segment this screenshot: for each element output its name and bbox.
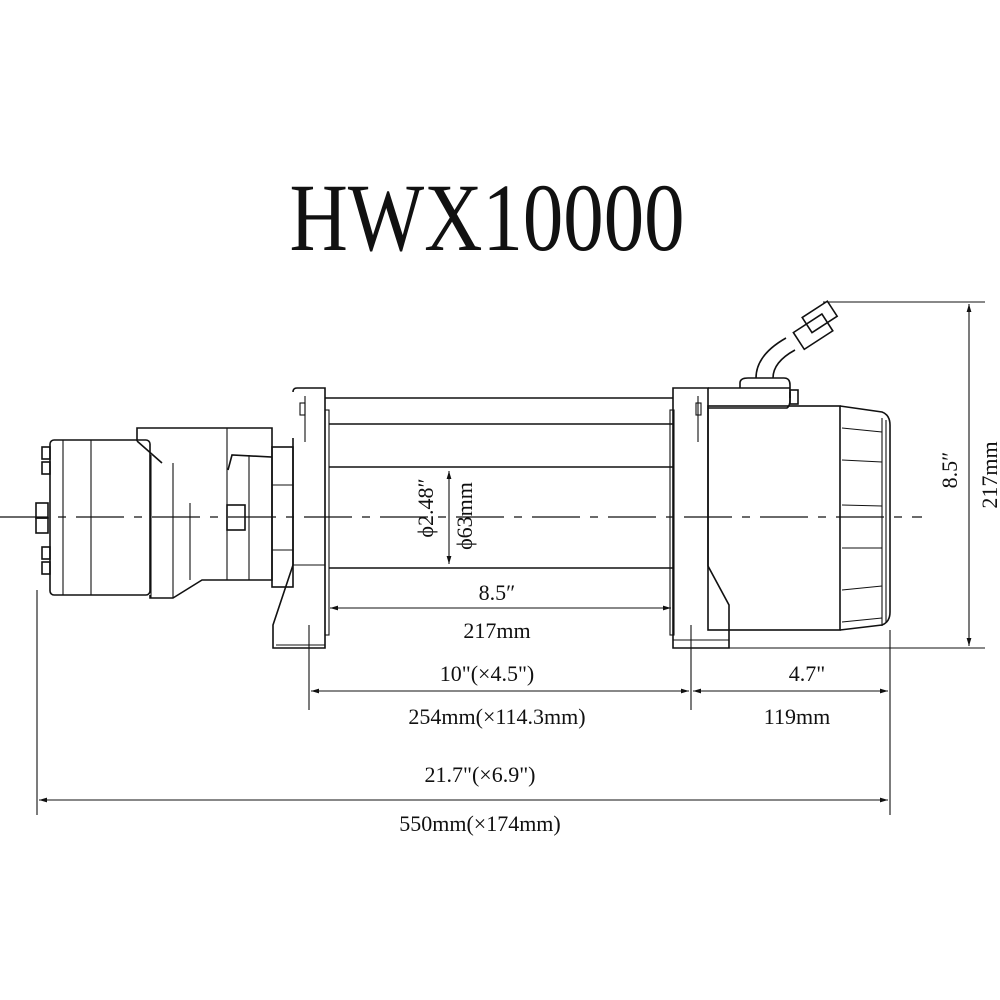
drum [324, 397, 673, 636]
right-flange [669, 387, 730, 649]
height-mm: 217mm [977, 441, 1000, 508]
left-flange [272, 387, 326, 649]
electric-motor-housing [707, 300, 891, 631]
mount-mm: 254mm(×114.3mm) [408, 704, 585, 729]
overall-in: 21.7"(×6.9") [424, 762, 535, 787]
drum-diameter-in: ϕ2.48″ [413, 478, 438, 537]
mount-in: 10"(×4.5") [440, 661, 535, 686]
overall-mm: 550mm(×174mm) [399, 811, 561, 836]
height-in: 8.5″ [937, 452, 962, 489]
model-title: HWX10000 [290, 164, 685, 271]
drum-length-in: 8.5″ [479, 580, 516, 605]
motor-mm: 119mm [764, 704, 830, 729]
hydraulic-motor [35, 427, 294, 599]
drum-diameter-mm: ϕ63mm [452, 482, 477, 550]
motor-in: 4.7" [789, 661, 825, 686]
drum-length-mm: 217mm [463, 618, 530, 643]
